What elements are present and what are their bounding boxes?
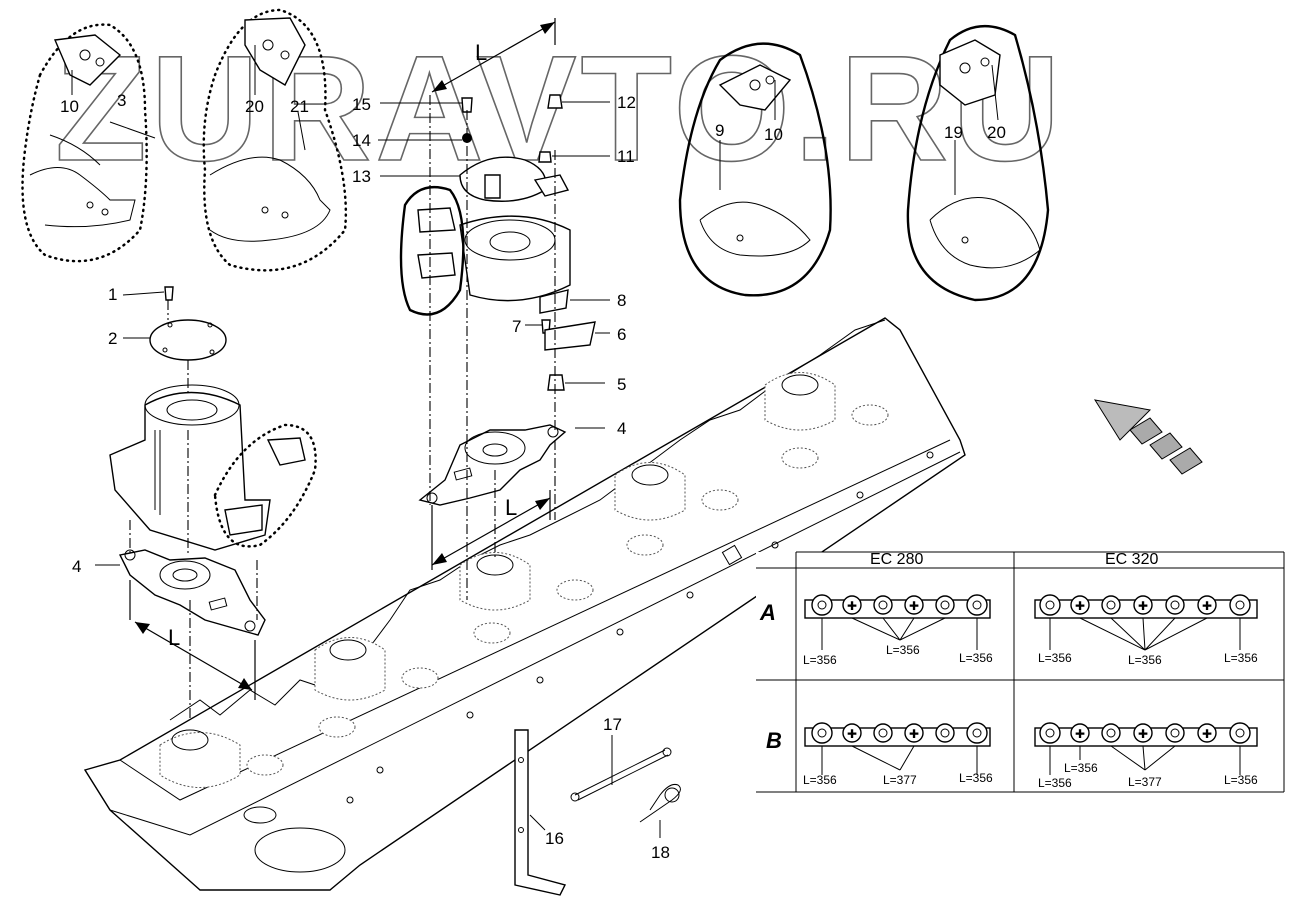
callout-10-right: 10 — [764, 125, 783, 144]
callout-20-left: 20 — [245, 97, 264, 116]
label-a280-mid: L=356 — [886, 643, 920, 657]
callout-19: 19 — [944, 123, 963, 142]
table-row-label-b: B — [766, 728, 782, 753]
svg-text:✚: ✚ — [1202, 599, 1212, 613]
label-a280-right: L=356 — [959, 651, 993, 665]
svg-text:✚: ✚ — [1075, 599, 1085, 613]
dimension-l-bottom: L — [505, 495, 517, 520]
cutter-bar — [83, 317, 966, 891]
table-header-ec280: EC 280 — [870, 551, 923, 568]
label-b320-left: L=356 — [1038, 776, 1072, 790]
dimension-l-top: L — [475, 40, 487, 65]
callout-7: 7 — [512, 317, 521, 336]
callout-11: 11 — [617, 147, 635, 166]
configuration-table: EC 280 EC 320 A B ✚ ✚ ✚ ✚ ✚ — [756, 551, 1285, 793]
callout-1: 1 — [108, 285, 117, 304]
callout-6: 6 — [617, 325, 626, 344]
label-b280-right: L=356 — [959, 771, 993, 785]
detail-bubble-left-1 — [21, 23, 148, 263]
label-b320-mid: L=377 — [1128, 775, 1162, 789]
callout-18: 18 — [651, 843, 670, 862]
tool-16 — [514, 729, 567, 896]
svg-text:✚: ✚ — [847, 727, 857, 741]
callout-20-right: 20 — [987, 123, 1006, 142]
travel-direction-arrow — [1093, 399, 1203, 475]
callout-3: 3 — [117, 91, 126, 110]
callout-16: 16 — [545, 829, 564, 848]
callout-4-middle: 4 — [617, 419, 626, 438]
mini-diagram-a-280: ✚ ✚ — [804, 594, 991, 650]
svg-text:✚: ✚ — [909, 727, 919, 741]
table-row-label-a: A — [759, 600, 776, 625]
svg-text:✚: ✚ — [909, 599, 919, 613]
label-a320-left: L=356 — [1038, 651, 1072, 665]
callout-15: 15 — [352, 95, 371, 114]
label-a320-mid: L=356 — [1128, 653, 1162, 667]
label-b280-left: L=356 — [803, 773, 837, 787]
callout-5: 5 — [617, 375, 626, 394]
svg-text:✚: ✚ — [847, 599, 857, 613]
callout-2: 2 — [108, 329, 117, 348]
label-b320-right: L=356 — [1224, 773, 1258, 787]
callout-10-left: 10 — [60, 97, 79, 116]
callout-21: 21 — [290, 97, 309, 116]
middle-assembly — [399, 18, 596, 600]
disc-bearings — [246, 404, 889, 776]
callout-4-left: 4 — [72, 557, 81, 576]
mini-diagram-a-320: ✚ ✚ ✚ — [1034, 594, 1258, 651]
dimension-l-left: L — [168, 625, 180, 650]
callout-13: 13 — [352, 167, 371, 186]
callout-numbers: 1 2 3 4 4 5 6 7 8 9 10 10 11 12 13 14 15… — [60, 91, 1006, 862]
callout-9: 9 — [715, 121, 724, 140]
label-a280-left: L=356 — [803, 653, 837, 667]
detail-bubble-right-2 — [906, 24, 1050, 302]
leader-lines — [71, 45, 999, 838]
detail-bubble-right-1 — [678, 42, 832, 297]
gear-housings — [159, 372, 836, 788]
label-a320-right: L=356 — [1224, 651, 1258, 665]
pin-17 — [570, 747, 672, 802]
label-b320-left2: L=356 — [1064, 761, 1098, 775]
svg-text:✚: ✚ — [1075, 727, 1085, 741]
callout-17: 17 — [603, 715, 622, 734]
left-assembly — [109, 286, 317, 720]
callout-8: 8 — [617, 291, 626, 310]
callout-14: 14 — [352, 131, 371, 150]
table-header-ec320: EC 320 — [1105, 551, 1158, 568]
bar-holes — [346, 451, 934, 804]
svg-text:✚: ✚ — [1202, 727, 1212, 741]
svg-text:✚: ✚ — [1138, 599, 1148, 613]
detail-bubble-left-2 — [202, 8, 348, 272]
label-b280-mid: L=377 — [883, 773, 917, 787]
mini-diagram-b-280: ✚ ✚ — [804, 722, 991, 775]
mini-diagram-b-320: ✚ ✚ ✚ — [1034, 722, 1258, 775]
callout-12: 12 — [617, 93, 636, 112]
clip-18 — [639, 784, 681, 823]
svg-text:✚: ✚ — [1138, 727, 1148, 741]
